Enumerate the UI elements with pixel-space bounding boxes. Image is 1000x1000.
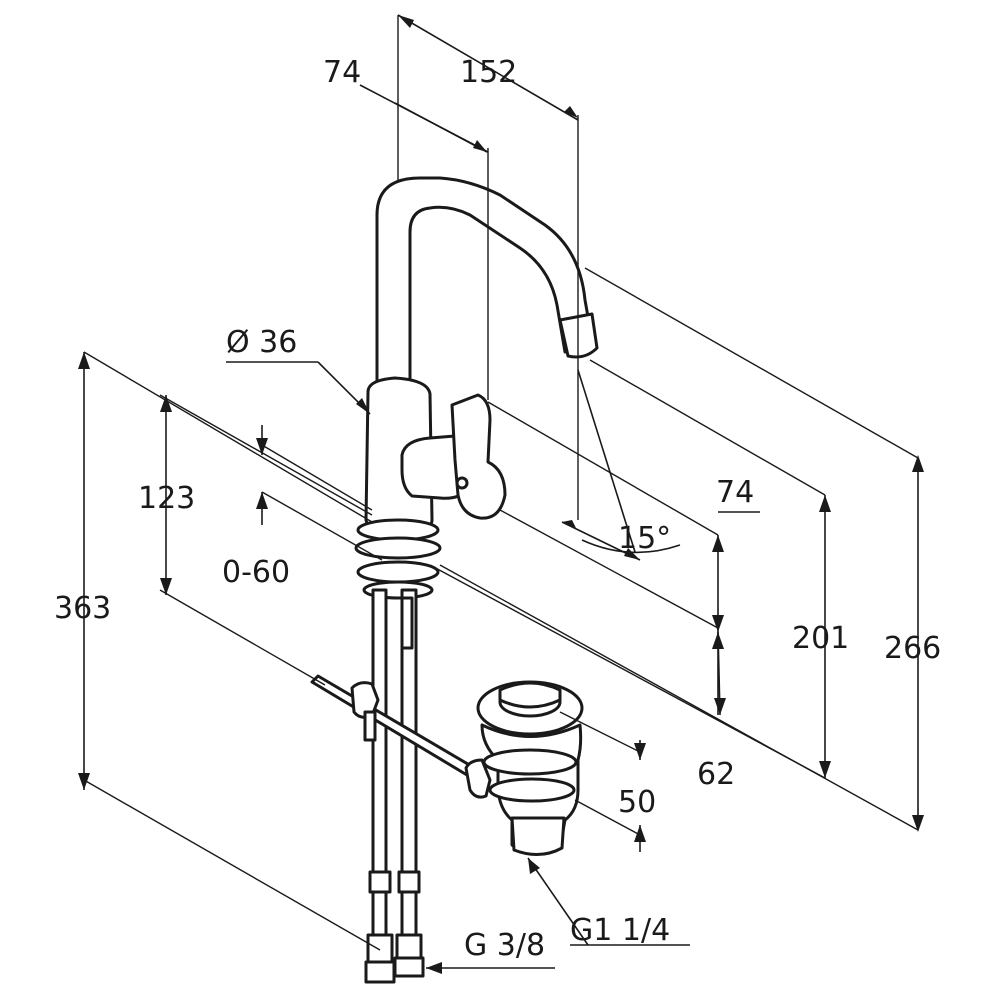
drain-ring-2	[488, 777, 576, 803]
spout	[375, 176, 595, 392]
dimension-152: 152	[460, 55, 517, 90]
thread-g1-1-4: G1 1/4	[570, 913, 670, 948]
thread-g-3-8: G 3/8	[464, 928, 545, 963]
dimension-labels: 152 74 Ø 36 123 0-60 363 74 15° 201 266 …	[54, 55, 941, 963]
dimension-201: 201	[792, 621, 849, 656]
dimension-363: 363	[54, 591, 111, 626]
drain-assembly	[464, 680, 584, 856]
dimension-123: 123	[138, 481, 195, 516]
dimension-15-degree: 15°	[618, 521, 671, 556]
faucet	[310, 176, 599, 984]
lever-handle	[450, 393, 507, 520]
dimension-266: 266	[884, 631, 941, 666]
dimension-diameter-36: Ø 36	[226, 325, 297, 360]
hose-nut-right	[393, 956, 425, 978]
drain-tail	[510, 816, 566, 856]
pull-rod	[310, 674, 480, 780]
hose-nut-left	[364, 960, 396, 984]
dimension-0-60: 0-60	[222, 555, 290, 590]
arrowheads	[78, 15, 924, 974]
dimension-62: 62	[697, 757, 735, 792]
dimension-74-top: 74	[323, 55, 361, 90]
base-ring-2	[354, 536, 442, 560]
hose-fitting-right-top	[397, 870, 421, 894]
threaded-rod	[400, 596, 414, 650]
dimension-50: 50	[618, 785, 656, 820]
rod-clamp	[350, 681, 380, 719]
drain-ring-1	[482, 748, 578, 776]
drain-lever-joint	[464, 758, 492, 799]
dimension-74-right: 74	[716, 475, 754, 510]
handle-screw	[455, 476, 469, 490]
hose-fitting-left-top	[368, 870, 392, 894]
drain-cap-top	[498, 681, 562, 709]
base-ring-3	[356, 560, 440, 584]
dimension-lines	[83, 14, 919, 969]
clamp-screw	[363, 710, 377, 742]
